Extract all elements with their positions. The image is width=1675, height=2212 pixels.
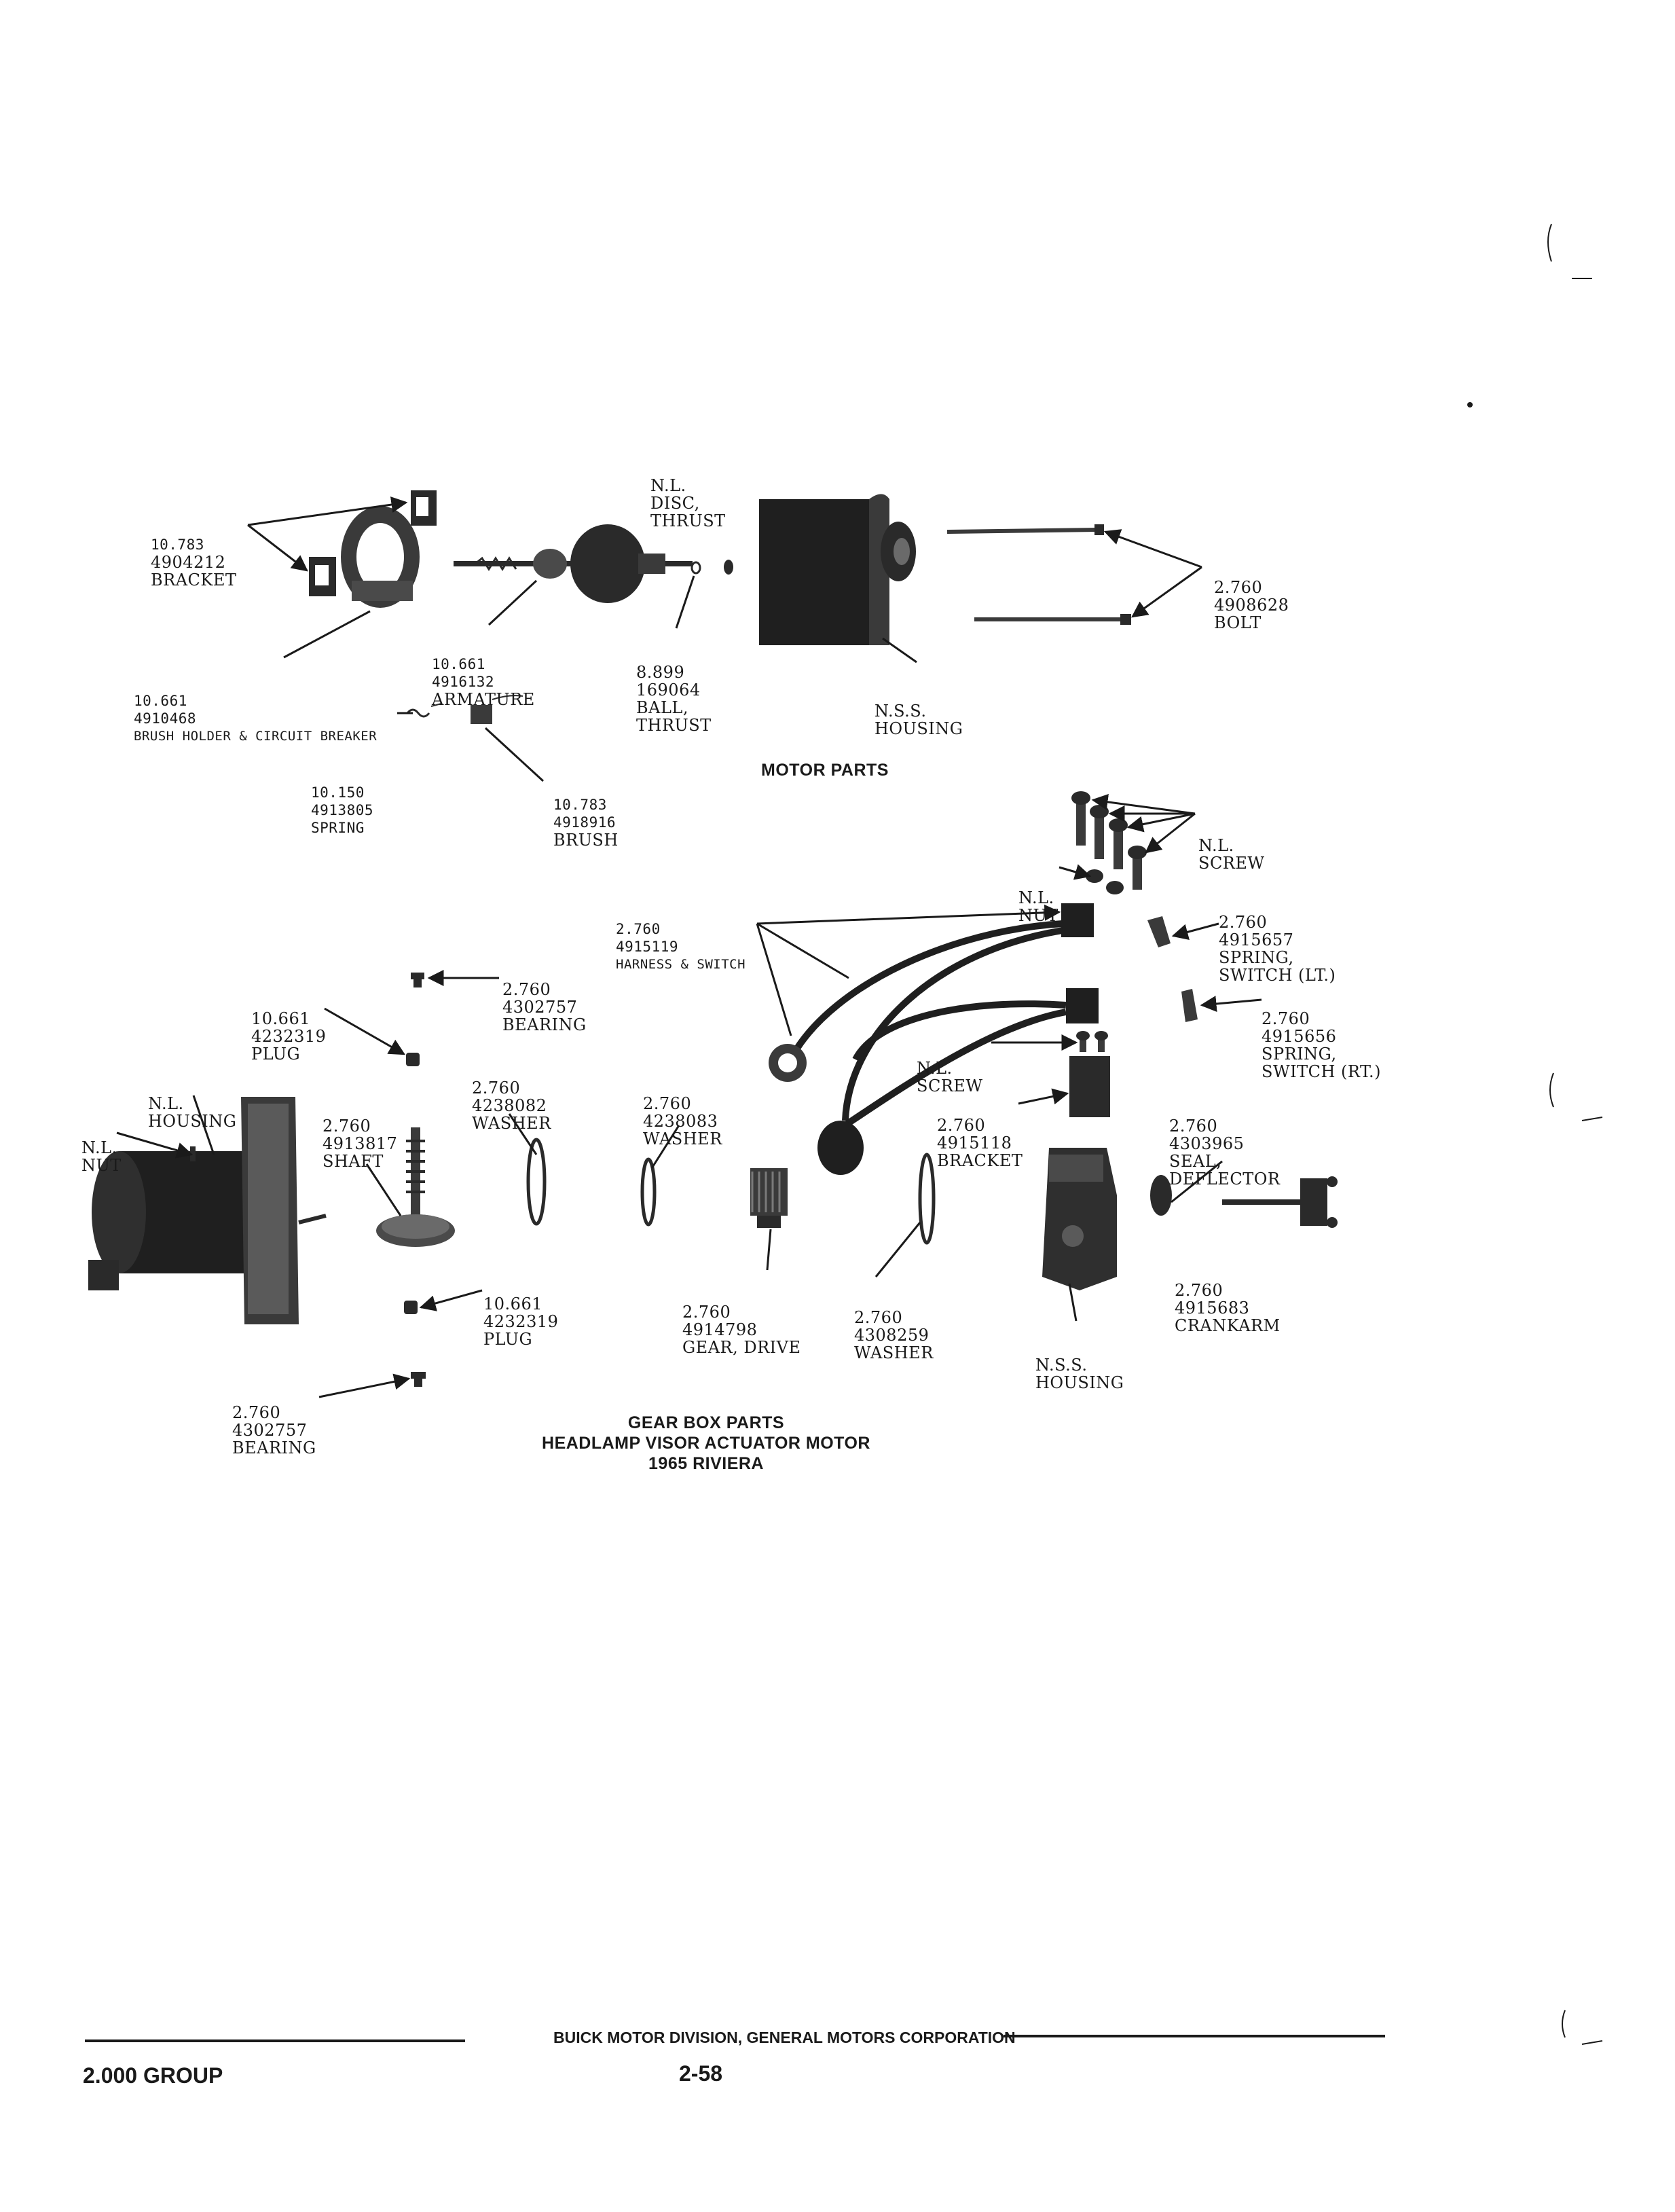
footer-page-number: 2-58: [679, 2061, 723, 2086]
brush-icon: [471, 695, 523, 724]
callout-disc-thrust: N.L.DISC,THRUST: [650, 476, 726, 530]
thrust-disc-icon: [691, 560, 733, 575]
callout-nl-screw-mid: N.L.SCREW: [917, 1059, 983, 1095]
screw-cluster-icon: [1071, 791, 1147, 894]
armature-icon: [454, 524, 693, 603]
callout-nl-screw-top: N.L.SCREW: [1198, 836, 1265, 873]
motor-housing-icon: [759, 494, 916, 645]
footer-rule-left: [85, 2039, 465, 2042]
footer-group: 2.000 GROUP: [83, 2063, 223, 2088]
motor-parts-title: MOTOR PARTS: [761, 761, 889, 780]
gearbox-motor-assembly-icon: [88, 1097, 327, 1324]
callout-gear-housing: N.S.S.HOUSING: [1035, 1356, 1124, 1392]
callout-motor-housing: N.S.S.HOUSING: [875, 702, 963, 738]
washer-icon: [526, 1138, 936, 1245]
motor-leader-lines: [247, 496, 1202, 782]
gear-box-title: GEAR BOX PARTS HEADLAMP VISOR ACTUATOR M…: [542, 1413, 870, 1473]
callout-nl-nut-left: N.L.NUT: [81, 1138, 122, 1175]
gear-bracket-icon: [1069, 1031, 1110, 1117]
gearbox-leader-lines: [116, 793, 1262, 1398]
spring-icon: [406, 703, 442, 718]
motor-bracket-icon: [309, 490, 437, 596]
crankarm-icon: [1150, 1175, 1338, 1228]
callout-nl-nut-top: N.L.NUT: [1018, 888, 1059, 925]
gearbox-housing-icon: [1042, 1148, 1117, 1290]
footer-rule-right: [1004, 2035, 1385, 2037]
bolt-icon: [946, 524, 1131, 625]
switch-spring-icon: [1147, 916, 1198, 1022]
margin-marks: [1467, 223, 1603, 2045]
shaft-gear-icon: [376, 1127, 455, 1247]
harness-switch-icon: [769, 903, 1099, 1175]
bearing-plug-icon: [404, 973, 426, 1387]
brush-holder-icon: [341, 506, 420, 608]
drive-gear-icon: [750, 1168, 788, 1228]
footer-division: BUICK MOTOR DIVISION, GENERAL MOTORS COR…: [553, 2029, 1016, 2046]
callout-nl-housing: N.L.HOUSING: [148, 1094, 237, 1131]
